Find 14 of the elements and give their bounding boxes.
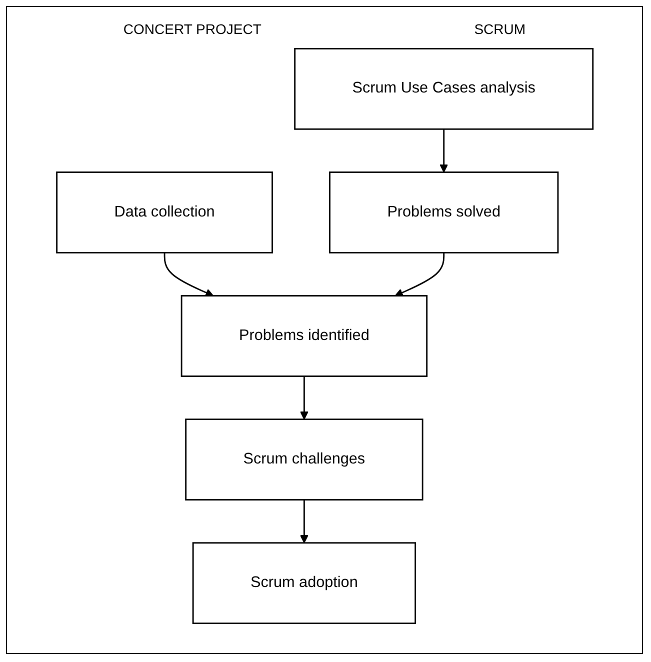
node-box [184,418,423,500]
column-heading: SCRUM [474,21,526,37]
arrow [439,129,448,173]
node-box [294,48,594,130]
arrow [394,252,444,297]
node-box [328,172,558,254]
node-box [56,172,273,254]
arrow [300,500,308,544]
frame-border: CONCERT PROJECT SCRUM Data collection Scrum Use Cases analysis Problems identified Problems solved Scrum challenges Scrum adoption [6,6,643,654]
column-heading: CONCERT PROJECT [123,21,262,37]
node-box [192,542,416,624]
arrow [163,252,214,297]
arrow [300,376,308,420]
node-box [180,295,428,377]
